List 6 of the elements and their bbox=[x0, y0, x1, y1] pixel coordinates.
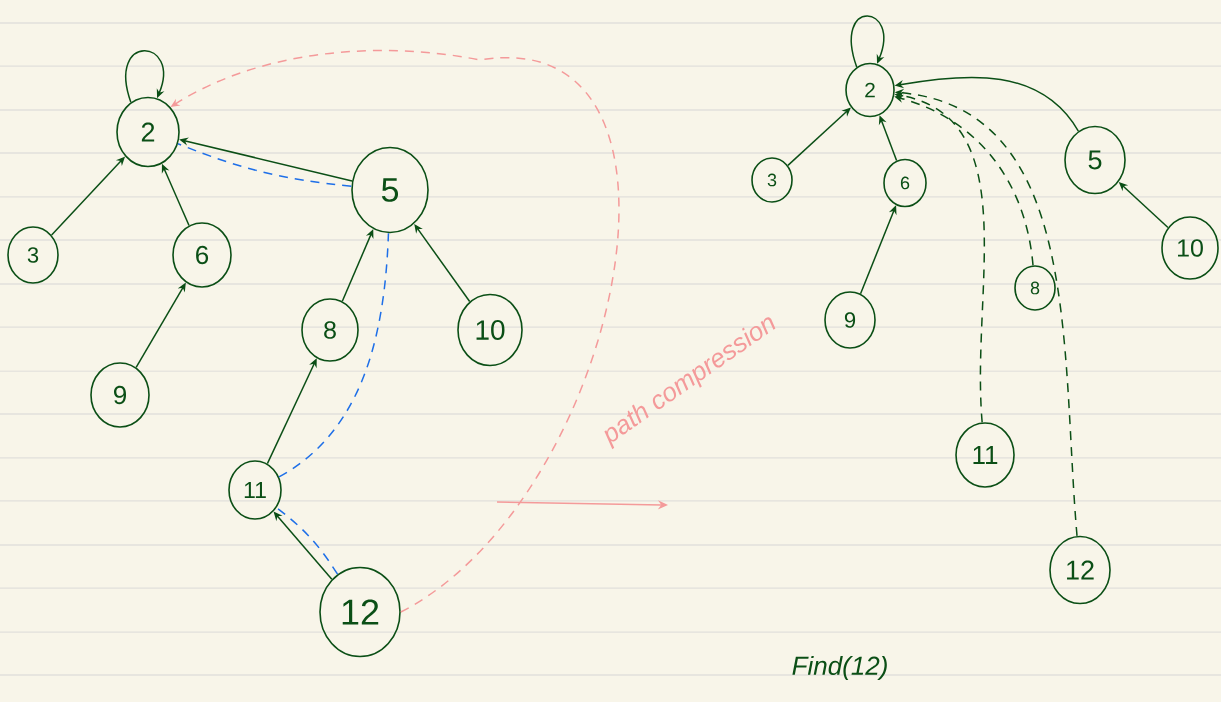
arrow bbox=[850, 15, 885, 68]
connector-line bbox=[278, 232, 390, 478]
connector-line bbox=[275, 506, 339, 575]
annotation-text: Find(12) bbox=[792, 655, 887, 681]
connector-line bbox=[177, 143, 353, 188]
arrow bbox=[125, 50, 165, 104]
